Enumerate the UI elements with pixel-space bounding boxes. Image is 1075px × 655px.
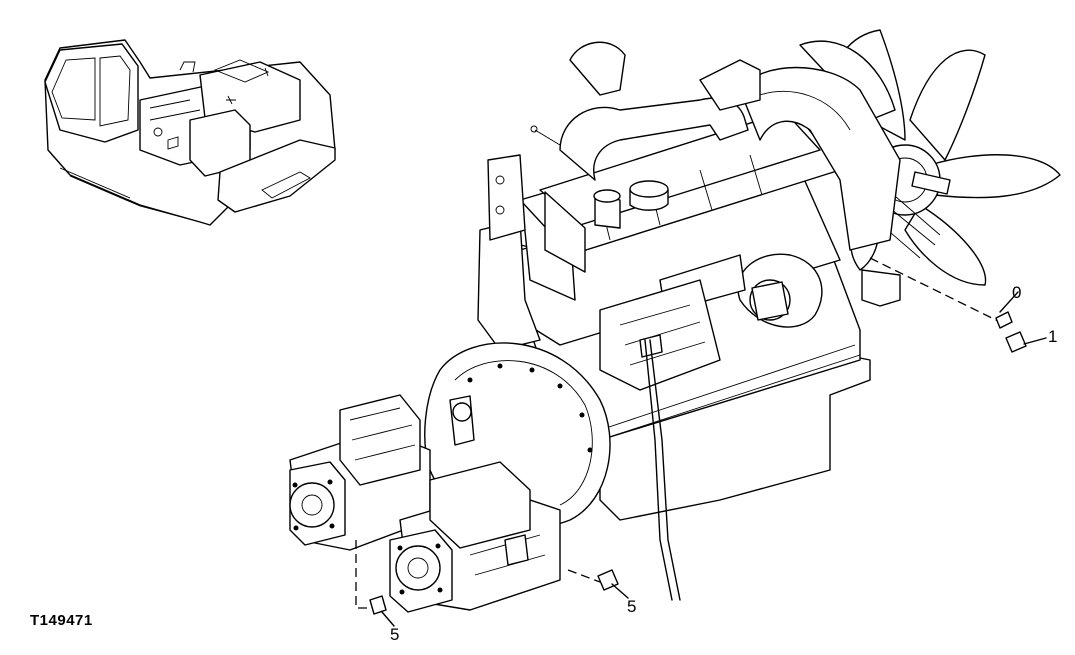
callout-5b: 5 [627,597,637,616]
sensor-callout-5-right [567,569,629,599]
callout-0: 0 [1012,283,1022,302]
sensor-callout-5-left [355,540,395,627]
figure-id: T149471 [30,612,93,629]
excavator-locator [44,39,336,226]
sensor-callout-0-1 [869,257,1047,353]
hydraulic-pump-lower [389,461,561,613]
callout-5a: 5 [390,625,400,644]
callout-1: 1 [1048,327,1058,346]
